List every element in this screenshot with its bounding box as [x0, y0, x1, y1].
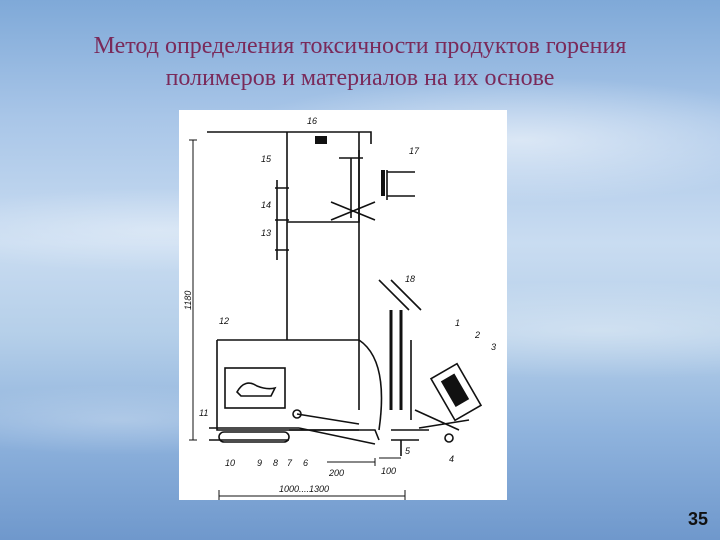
furnace-wall [389, 310, 403, 410]
title-line-2: полимеров и материалов на их основе [165, 65, 555, 91]
top-plate [207, 131, 372, 144]
width-dimension-line [218, 490, 406, 500]
callout-4: 4 [449, 454, 454, 464]
bottom-rail [209, 427, 380, 445]
callout-9: 9 [257, 458, 262, 468]
dim-200-line [327, 458, 376, 466]
height-dimension-line [189, 139, 197, 441]
callout-7: 7 [287, 458, 293, 468]
chamber-dome [358, 339, 383, 431]
callout-14: 14 [261, 200, 271, 210]
apparatus-schematic: 16 15 17 14 13 18 12 1 2 3 11 10 9 8 7 6… [183, 116, 496, 500]
callout-17: 17 [409, 146, 420, 156]
callout-16: 16 [307, 116, 317, 126]
callout-3: 3 [491, 342, 496, 352]
fan [330, 157, 376, 221]
dimension-height: 1180 [183, 291, 193, 310]
callout-11: 11 [199, 408, 208, 418]
dimension-200: 200 [328, 468, 344, 478]
callout-5: 5 [405, 446, 411, 456]
slide-title: Метод определения токсичности продуктов … [20, 30, 700, 94]
furnace-base [391, 429, 429, 456]
inclined-duct [378, 279, 422, 311]
side-port [386, 170, 415, 200]
heater-core [440, 373, 470, 407]
furnace-wheel [444, 433, 454, 443]
callout-13: 13 [261, 228, 271, 238]
callout-1: 1 [455, 318, 460, 328]
animal-box [224, 367, 286, 409]
top-sensor [315, 136, 327, 144]
page-number: 35 [687, 509, 708, 529]
apparatus-figure: 16 15 17 14 13 18 12 1 2 3 11 10 9 8 7 6… [179, 110, 507, 500]
callout-8: 8 [273, 458, 278, 468]
heater-block [429, 362, 483, 422]
sample-holder [218, 431, 290, 443]
animal-chamber [216, 339, 359, 431]
callout-6: 6 [303, 458, 308, 468]
callout-12: 12 [219, 316, 229, 326]
animal-outline [236, 382, 277, 397]
dimension-width-range: 1000....1300 [279, 484, 329, 494]
furnace-housing [414, 409, 470, 431]
callout-18: 18 [405, 274, 415, 284]
pull-cord [296, 413, 360, 425]
dimension-100: 100 [381, 466, 396, 476]
title-line-1: Метод определения токсичности продуктов … [93, 33, 627, 59]
callout-10: 10 [225, 458, 235, 468]
callout-2: 2 [474, 330, 480, 340]
callout-15: 15 [261, 154, 272, 164]
sampling-tubes [275, 180, 289, 260]
